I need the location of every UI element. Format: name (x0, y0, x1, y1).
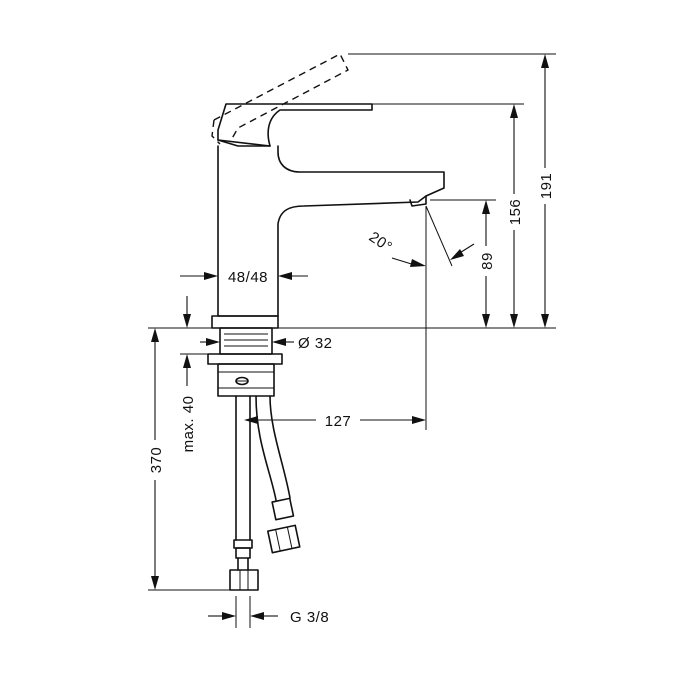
dimension-spout-top-height: 156 (505, 104, 524, 328)
curved-hose-nut (267, 524, 301, 554)
dimension-label-diameter: Ø 32 (298, 335, 333, 352)
supply-hoses (229, 395, 301, 591)
dimension-outlet-height: 89 (477, 200, 496, 328)
dimension-label-48-48: 48/48 (228, 269, 268, 286)
dimension-label-127: 127 (325, 413, 352, 430)
dimension-label-89: 89 (479, 252, 496, 270)
dimension-overall-height: 191 (536, 54, 555, 328)
dimension-hose-length: 370 (146, 328, 165, 590)
body-and-spout (217, 145, 445, 317)
shank-assembly (207, 327, 283, 397)
dimension-spout-reach: 127 (244, 410, 426, 430)
dimension-label-angle: 20° (366, 228, 396, 256)
fixing-nut (217, 363, 275, 397)
base-ring (211, 315, 279, 329)
dimension-label-thread: G 3/8 (290, 609, 329, 626)
lever-base-line (217, 139, 271, 147)
aerator (409, 195, 427, 207)
dimension-max-deck: max. 40 (180, 296, 208, 452)
dimension-label-370: 370 (148, 447, 165, 474)
lever-raised-outline (211, 53, 349, 145)
faucet-body (211, 53, 445, 329)
dimension-label-191: 191 (538, 173, 555, 200)
curved-hose (255, 395, 291, 501)
washer (207, 353, 283, 365)
dimension-spout-angle: 20° (366, 228, 475, 267)
straight-hose (235, 395, 251, 541)
dimension-body-width: 48/48 (180, 262, 308, 290)
dimension-label-156: 156 (507, 199, 524, 226)
dimension-shank-diameter: Ø 32 (200, 335, 333, 352)
dimension-label-max-40: max. 40 (180, 396, 197, 453)
lever-handle (217, 103, 373, 147)
dimension-connection-thread: G 3/8 (208, 609, 329, 626)
straight-hose-nut (229, 569, 259, 591)
shank (219, 327, 273, 355)
extension-lines (148, 53, 556, 628)
